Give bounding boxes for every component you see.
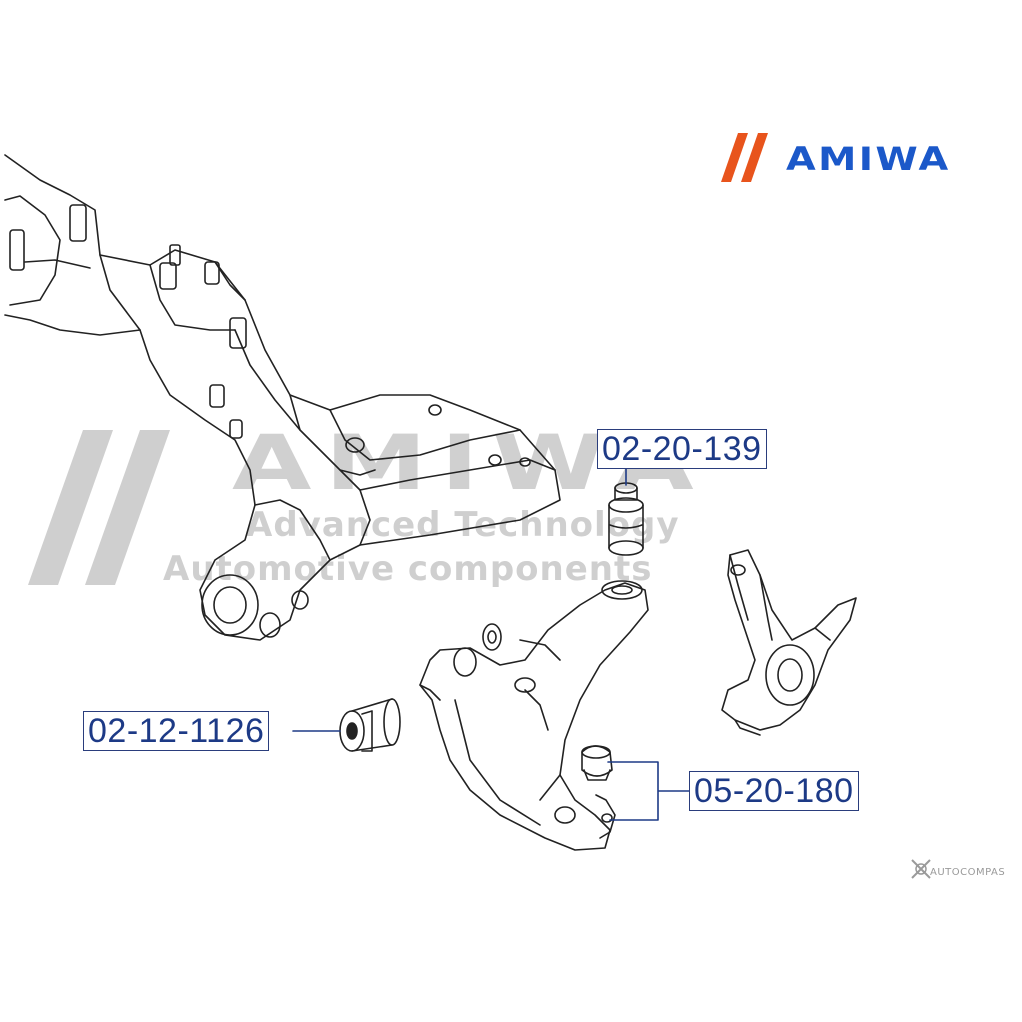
- watermark-line-2: Automotive components: [163, 549, 653, 589]
- control-arm-drawing: [419, 580, 649, 851]
- autocompas-credit: AUTOCOMPAS: [930, 867, 1006, 878]
- brand-name: AMIWA: [786, 140, 951, 178]
- steering-knuckle-drawing: [721, 549, 857, 736]
- bushing-front-drawing: [608, 482, 644, 556]
- leader-lines: [292, 466, 690, 821]
- subframe-drawing: [4, 154, 561, 641]
- part-label-front-bushing: 02-20-139: [597, 429, 767, 469]
- part-label-ball-joint: 05-20-180: [689, 771, 859, 811]
- ball-joint-drawing: [581, 745, 616, 839]
- leader-05-20-180: [607, 761, 690, 821]
- part-label-rear-bushing: 02-12-1126: [83, 711, 270, 751]
